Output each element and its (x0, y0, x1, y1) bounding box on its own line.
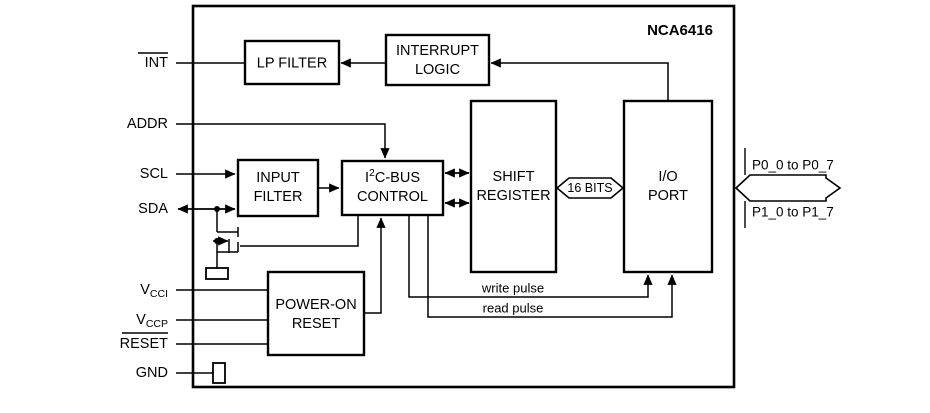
block-input-filter-label-line1: INPUT (256, 170, 300, 186)
pin-label-gnd: GND (136, 365, 168, 381)
wire-addr-to-i2c-control (176, 123, 390, 159)
wire-io-port-to-interrupt-logic (490, 58, 669, 101)
block-interrupt-logic (384, 33, 491, 87)
block-input-filter-label-line2: FILTER (254, 189, 303, 205)
i2c-suffix: C-BUS (375, 170, 420, 186)
pin-label-int: INT (145, 55, 169, 71)
bus-16-bits-arrow (555, 177, 625, 199)
pad-mosfet-source (205, 267, 229, 280)
pad-gnd (212, 362, 226, 384)
chip-title: NCA6416 (647, 22, 713, 39)
pin-label-sda: SDA (138, 201, 168, 217)
i2c-superscript-2: 2 (369, 167, 375, 179)
block-shift-register (469, 99, 558, 274)
block-interrupt-logic-label-line1: INTERRUPT (396, 43, 479, 59)
block-io-port (622, 99, 714, 274)
wire-power-on-reset-to-i2c-control (364, 217, 386, 314)
block-power-on-reset-label-line1: POWER-ON (275, 297, 356, 313)
block-lp-filter (243, 39, 341, 86)
vcci-subscript: CCI (150, 288, 168, 300)
block-i2c-bus-control-label-line1: I2C-BUS (365, 167, 420, 186)
signal-label-read-pulse: read pulse (483, 300, 544, 315)
vccp-subscript: CCP (146, 318, 168, 330)
pin-label-reset: RESET (120, 336, 168, 352)
pin-label-vccp: VCCP (136, 312, 168, 330)
block-lp-filter-label: LP FILTER (257, 55, 327, 71)
i2c-prefix: I (365, 170, 369, 186)
bus-label-p1: P1_0 to P1_7 (752, 205, 834, 220)
pin-label-addr: ADDR (127, 116, 168, 132)
block-shift-register-label-line1: SHIFT (493, 169, 535, 185)
block-shift-register-label-line2: REGISTER (476, 188, 550, 204)
bus-label-p0: P0_0 to P0_7 (752, 158, 834, 173)
bus-16-bits-label: 16 BITS (567, 181, 612, 195)
block-interrupt-logic-label-line2: LOGIC (415, 62, 460, 78)
junction-dot-mosfet-source (214, 238, 220, 244)
pin-label-scl: SCL (140, 166, 168, 182)
block-io-port-label-line1: I/O (658, 169, 677, 185)
wire-write-pulse (408, 215, 653, 298)
vccp-base: V (136, 312, 146, 328)
wire-read-pulse (427, 215, 677, 318)
vcci-base: V (140, 282, 150, 298)
io-port-external-bus-arrow (734, 174, 842, 202)
block-power-on-reset-label-line2: RESET (292, 316, 340, 332)
signal-label-write-pulse: write pulse (481, 280, 544, 295)
wire-i2c-control-to-mosfet-gate (240, 215, 359, 247)
block-power-on-reset (266, 270, 366, 357)
pin-label-vcci: VCCI (140, 282, 168, 300)
block-io-port-label-line2: PORT (648, 188, 688, 204)
block-i2c-bus-control (340, 159, 445, 217)
block-i2c-bus-control-label-line2: CONTROL (357, 189, 428, 205)
